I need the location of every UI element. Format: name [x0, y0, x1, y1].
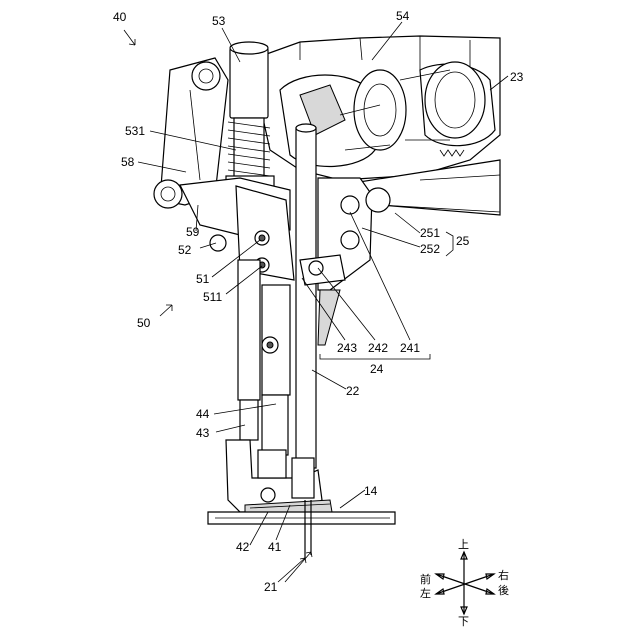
ref-54: 54 — [396, 9, 409, 23]
ref-42: 42 — [236, 540, 249, 554]
direction-down: 下 — [458, 616, 469, 628]
ref-59: 59 — [186, 225, 199, 239]
direction-left: 左 — [420, 588, 431, 600]
ref-23: 23 — [510, 70, 523, 84]
direction-up: 上 — [458, 539, 469, 551]
ref-25: 25 — [456, 234, 469, 248]
ref-53: 53 — [212, 14, 225, 28]
ref-251: 251 — [420, 226, 440, 240]
ref-243: 243 — [337, 341, 357, 355]
ref-14: 14 — [364, 484, 377, 498]
ref-511: 511 — [203, 290, 222, 304]
direction-indicator — [436, 552, 494, 614]
ref-531: 531 — [125, 124, 145, 138]
ref-242: 242 — [368, 341, 388, 355]
ref-22: 22 — [346, 384, 359, 398]
needle-bar-22 — [296, 124, 316, 468]
direction-front: 前 — [420, 574, 431, 586]
ref-241: 241 — [400, 341, 420, 355]
ref-252: 252 — [420, 242, 440, 256]
ref-21: 21 — [264, 580, 277, 594]
ref-58: 58 — [121, 155, 134, 169]
ref-41: 41 — [268, 540, 281, 554]
ref-52: 52 — [178, 243, 191, 257]
presser-bar-43-44 — [238, 260, 290, 455]
ref-24: 24 — [370, 362, 383, 376]
direction-right: 右 — [498, 570, 509, 582]
ref-40: 40 — [113, 10, 126, 24]
ref-50: 50 — [137, 316, 150, 330]
direction-back: 後 — [498, 585, 509, 597]
spring-post-53 — [226, 42, 274, 188]
ref-51: 51 — [196, 272, 209, 286]
throat-plate-14 — [208, 512, 395, 524]
ref-43: 43 — [196, 426, 209, 440]
ref-44: 44 — [196, 407, 209, 421]
